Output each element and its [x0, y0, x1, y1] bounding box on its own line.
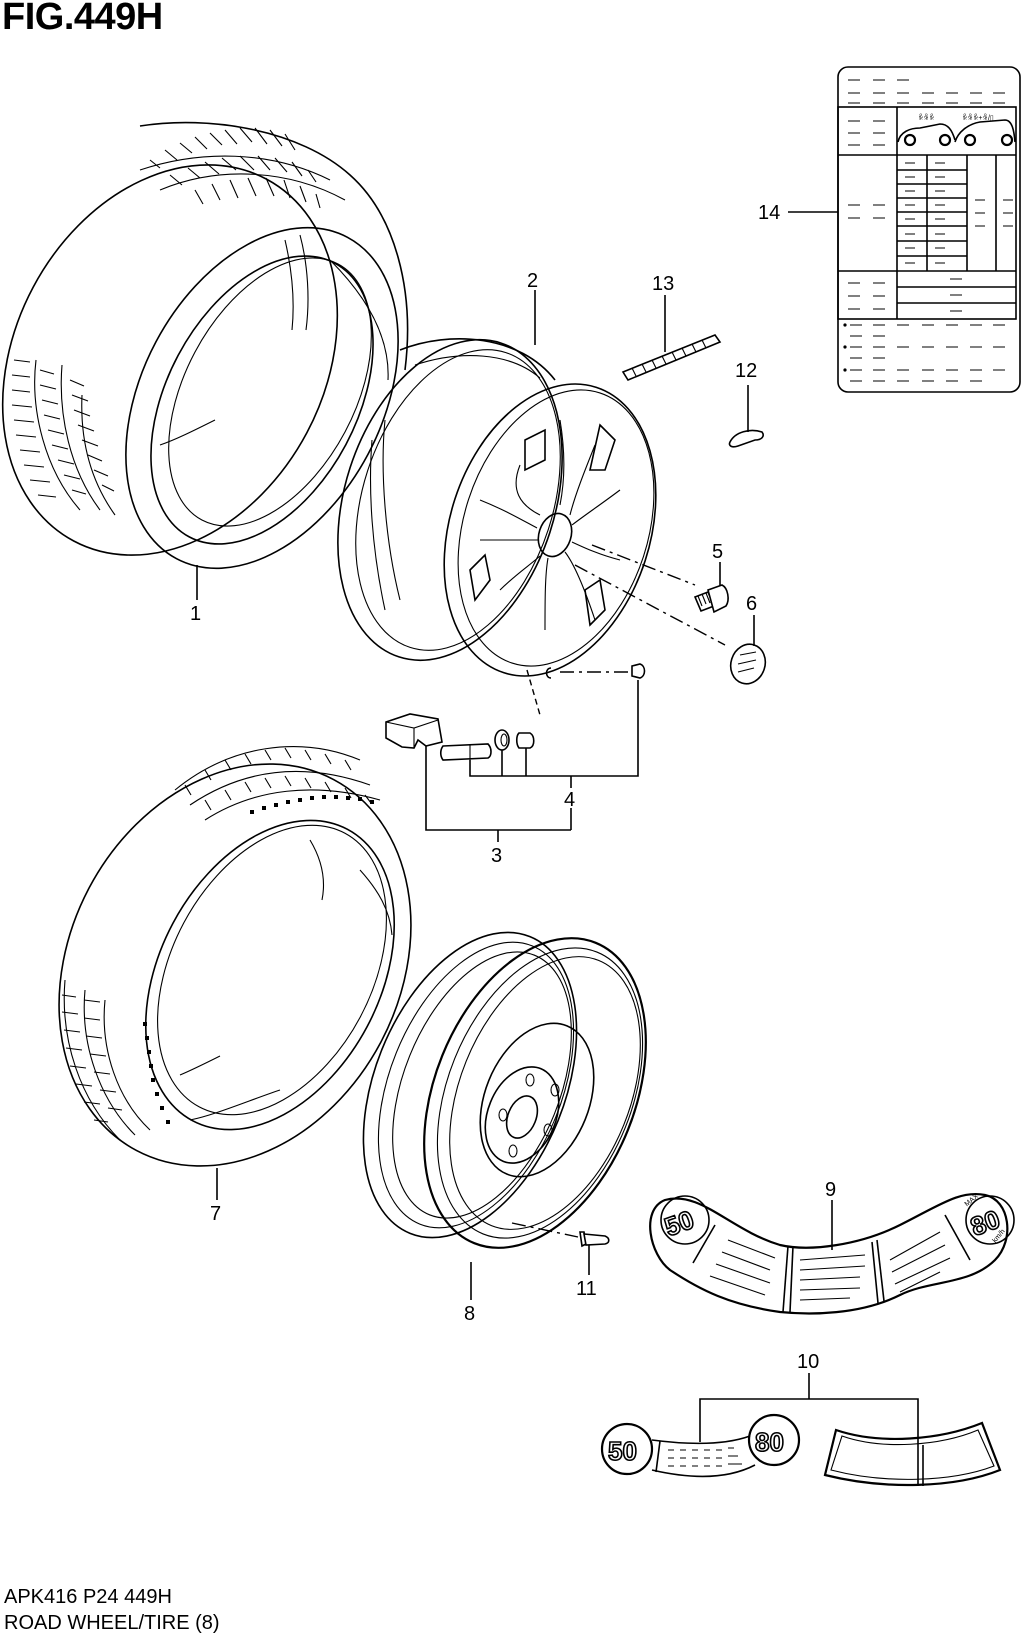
callout-3[interactable]: 3: [491, 845, 502, 867]
spare-valve-11-drawing: [579, 1231, 610, 1275]
figure-caption: ROAD WHEEL/TIRE (8): [4, 1612, 220, 1634]
callout-9[interactable]: 9: [825, 1179, 836, 1201]
callout-12[interactable]: 12: [735, 360, 757, 382]
sticker-10-speed-max: 80: [755, 1427, 784, 1457]
alloy-wheel-2-drawing: [337, 290, 726, 716]
callout-1[interactable]: 1: [190, 603, 201, 625]
callout-5[interactable]: 5: [712, 541, 723, 563]
tire-pressure-placard-14-drawing: ꆜꆜꆜ ꆜꆜꆜ+ꆜ/▯: [788, 66, 1021, 393]
callout-8[interactable]: 8: [464, 1303, 475, 1325]
balance-weight-clip-12-drawing: [728, 385, 764, 448]
spare-tire-7-drawing: [58, 746, 412, 1200]
svg-text:ꆜꆜꆜ: ꆜꆜꆜ: [918, 113, 934, 122]
figure-title: FIG.449H: [2, 0, 163, 38]
callout-6[interactable]: 6: [746, 593, 757, 615]
callout-4[interactable]: 4: [564, 789, 575, 811]
callout-13[interactable]: 13: [652, 273, 674, 295]
sticker-10-speed-min: 50: [608, 1436, 637, 1466]
callout-14[interactable]: 14: [758, 202, 780, 224]
balance-weight-13-drawing: [621, 295, 722, 381]
spare-wheel-8-drawing: [362, 931, 647, 1300]
callout-7[interactable]: 7: [210, 1203, 221, 1225]
tire-1-drawing: [1, 121, 409, 600]
svg-text:ꆜꆜꆜ+ꆜ/▯: ꆜꆜꆜ+ꆜ/▯: [962, 113, 994, 122]
wheel-nut-5-drawing: [693, 562, 729, 614]
center-cap-6-drawing: [729, 615, 767, 685]
callout-2[interactable]: 2: [527, 270, 538, 292]
sticker-9-speed-min: 50: [660, 1204, 697, 1242]
spare-tire-label-set-10-drawing: [600, 1373, 1002, 1487]
spare-tire-label-9-drawing: [649, 1192, 1015, 1315]
callout-10[interactable]: 10: [797, 1351, 819, 1373]
figure-code: APK416 P24 449H: [4, 1586, 172, 1608]
tpms-3-4-drawing: [385, 663, 646, 842]
callout-11[interactable]: 11: [576, 1278, 597, 1300]
